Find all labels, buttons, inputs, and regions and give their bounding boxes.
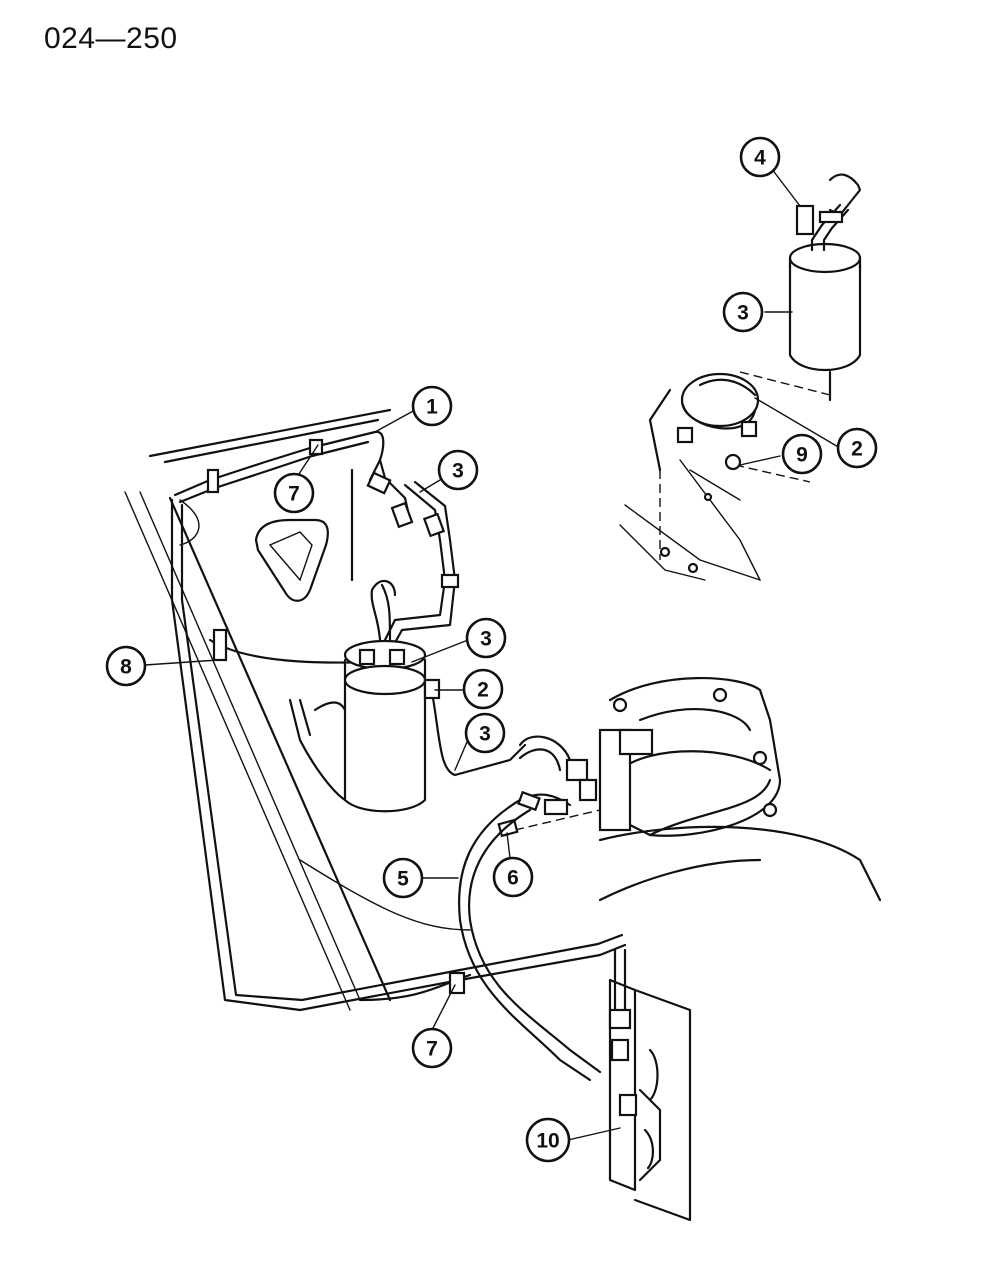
callout-label: 9 xyxy=(796,444,808,467)
callout-label: 6 xyxy=(507,867,519,890)
callout-2-upper: 2 xyxy=(836,427,878,469)
callout-label: 7 xyxy=(426,1038,438,1061)
callout-label: 3 xyxy=(737,302,749,325)
callout-3-drier: 3 xyxy=(465,617,507,659)
callout-label: 7 xyxy=(288,483,300,506)
callout-label: 3 xyxy=(452,460,464,483)
callout-label: 5 xyxy=(397,868,409,891)
callout-4: 4 xyxy=(739,136,781,178)
callout-label: 10 xyxy=(536,1130,559,1153)
inset-drier xyxy=(788,173,862,402)
callout-5: 5 xyxy=(382,857,424,899)
callout-label: 1 xyxy=(426,396,438,419)
line-1-tube xyxy=(170,430,627,1012)
callout-label: 2 xyxy=(477,679,489,702)
callout-2-lower: 2 xyxy=(462,668,504,710)
callout-label: 2 xyxy=(851,438,863,461)
callout-8: 8 xyxy=(105,645,147,687)
callout-1: 1 xyxy=(411,385,453,427)
callout-label: 8 xyxy=(120,656,132,679)
callout-9: 9 xyxy=(781,433,823,475)
diagram-code: 024—250 xyxy=(44,22,178,55)
callout-3-hose: 3 xyxy=(464,712,506,754)
compressor xyxy=(598,676,882,902)
compressor-hoses xyxy=(458,735,602,1082)
fender-opening xyxy=(254,518,329,602)
callout-label: 3 xyxy=(479,723,491,746)
callout-3-inset: 3 xyxy=(722,291,764,333)
callout-3-firewall: 3 xyxy=(437,449,479,491)
callout-label: 4 xyxy=(754,147,766,170)
firewall-fittings xyxy=(366,458,460,650)
condenser xyxy=(608,948,692,1222)
callout-6: 6 xyxy=(492,856,534,898)
callout-label: 3 xyxy=(480,628,492,651)
clip-8 xyxy=(212,628,228,662)
inset-bracket xyxy=(619,371,831,581)
receiver-drier-main xyxy=(288,579,527,813)
callout-7-lower: 7 xyxy=(411,1027,453,1069)
callout-7-upper: 7 xyxy=(273,472,315,514)
callout-10: 10 xyxy=(525,1117,571,1163)
